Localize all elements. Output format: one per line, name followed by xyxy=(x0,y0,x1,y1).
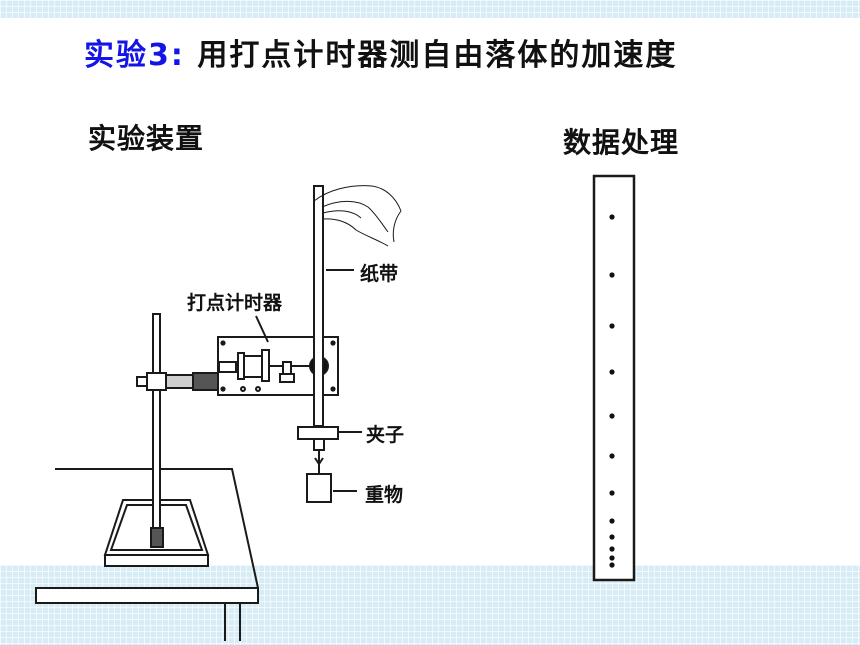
tape-dot xyxy=(609,323,615,329)
tape-dots xyxy=(609,214,615,568)
tape-dot xyxy=(609,369,615,375)
data-tape xyxy=(592,174,636,582)
experiment-title: 用打点计时器测自由落体的加速度 xyxy=(197,38,678,73)
apparatus-heading: 实验装置 xyxy=(88,122,205,155)
timer-label: 打点计时器 xyxy=(187,292,283,314)
lab-table xyxy=(35,468,259,641)
clamp-arm xyxy=(136,372,228,391)
tape-dot xyxy=(609,453,615,459)
tape-dot xyxy=(609,413,615,419)
bottom-decor-band xyxy=(0,565,860,645)
tape-dot xyxy=(609,272,615,278)
tape-dot xyxy=(609,490,615,496)
weight xyxy=(306,473,332,503)
clip xyxy=(297,426,339,474)
clip-label: 夹子 xyxy=(366,424,405,446)
slide-title: 实验3: 用打点计时器测自由落体的加速度 xyxy=(84,30,677,74)
tape-dot xyxy=(609,555,615,561)
tape-dot xyxy=(609,546,615,552)
tape-dot xyxy=(609,534,615,540)
hand-outline xyxy=(313,185,402,247)
tape-dot xyxy=(609,518,615,524)
tape-dot xyxy=(609,214,615,220)
paper-tape-label: 纸带 xyxy=(360,263,399,285)
top-decor-band xyxy=(0,0,860,18)
tape-dot xyxy=(609,562,615,568)
paper-tape xyxy=(313,185,324,427)
data-processing-heading: 数据处理 xyxy=(563,126,680,159)
timer-leader xyxy=(255,315,269,343)
experiment-number: 实验3: xyxy=(84,38,185,73)
stand-rod xyxy=(150,313,164,548)
weight-label: 重物 xyxy=(365,484,404,506)
